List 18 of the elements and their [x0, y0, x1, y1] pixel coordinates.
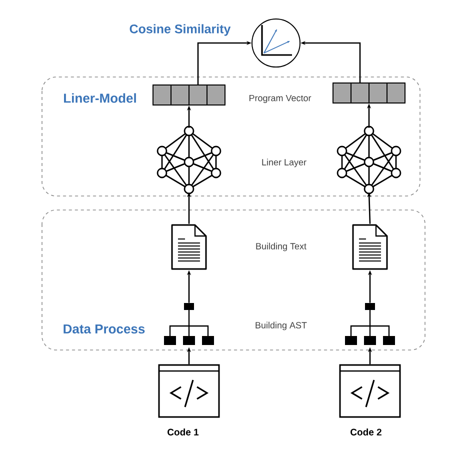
step-label: Building AST	[256, 322, 307, 330]
document-icon	[352, 224, 388, 270]
node-label: Code 2	[350, 428, 382, 436]
step-label: Building Text	[256, 242, 306, 252]
node-label: Code 1	[168, 428, 199, 436]
step-label: Program Vector	[249, 94, 312, 104]
document-icon	[171, 224, 207, 270]
neural-network-icon	[336, 126, 402, 194]
cosine-similarity-icon	[252, 18, 300, 68]
vector-bar	[152, 84, 226, 106]
neural-network-icon	[156, 126, 222, 194]
vector-bar	[332, 82, 406, 104]
code-window-icon	[158, 364, 220, 418]
tree-icon	[164, 303, 214, 345]
step-label: Liner Layer	[262, 158, 306, 168]
code-window-icon	[339, 364, 401, 418]
tree-icon	[345, 303, 395, 345]
heading: Cosine Similarity	[130, 24, 231, 36]
